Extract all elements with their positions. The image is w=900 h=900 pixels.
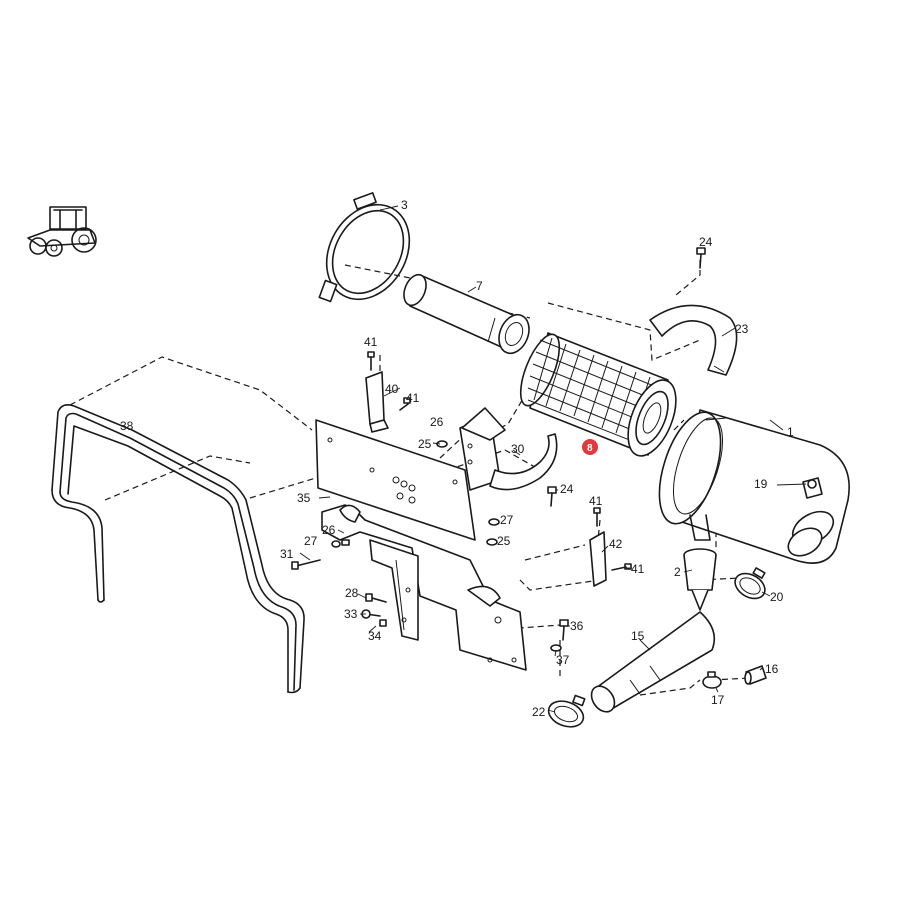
callout-37: 37 (556, 653, 570, 667)
callout-35: 35 (297, 491, 311, 505)
callout-15: 15 (631, 629, 645, 643)
callout-36: 36 (570, 619, 584, 633)
callout-38: 38 (120, 419, 134, 433)
callout-23: 23 (735, 322, 749, 336)
callout-41-a: 41 (364, 335, 378, 349)
callout-25-left: 25 (418, 437, 432, 451)
bracket-40 (365, 371, 389, 433)
clamp-ring-3 (318, 192, 411, 303)
callout-20: 20 (770, 590, 784, 604)
callout-27-right: 27 (500, 513, 514, 527)
bracket-30 (459, 407, 558, 491)
clamp-17 (702, 671, 722, 689)
callout-26-top: 26 (430, 415, 444, 429)
highlight-badge-label: 8 (587, 443, 593, 454)
indicator-19 (802, 477, 823, 499)
bracket-42 (589, 531, 607, 587)
callout-17: 17 (711, 693, 725, 707)
tractor-icon (27, 206, 97, 257)
callout-34: 34 (368, 629, 382, 643)
callout-1: 1 (787, 425, 794, 439)
inner-filter-7 (403, 273, 530, 355)
callout-42: 42 (609, 537, 623, 551)
callout-25-right: 25 (497, 534, 511, 548)
filter-mesh (527, 337, 665, 449)
main-filter-8 (519, 332, 677, 457)
seal-strip-38 (51, 404, 305, 694)
callout-41-c: 41 (589, 494, 603, 508)
callout-19: 19 (754, 477, 768, 491)
hose-15 (590, 611, 716, 713)
dust-valve-2 (683, 548, 717, 611)
callout-22: 22 (532, 705, 546, 719)
callout-30: 30 (511, 442, 525, 456)
bracket-assembly (321, 504, 527, 671)
callout-31: 31 (280, 547, 294, 561)
callout-7: 7 (476, 279, 483, 293)
callout-27-left: 27 (304, 534, 318, 548)
leader-lines (299, 205, 807, 713)
filter-housing-1 (658, 409, 850, 564)
clamp-20 (734, 567, 766, 600)
callout-41-d: 41 (631, 562, 645, 576)
highlight-badge-circle (582, 439, 598, 455)
clamp-22 (547, 694, 586, 728)
mount-plate-35 (315, 419, 476, 541)
callout-28: 28 (345, 586, 359, 600)
bolt-24-top (696, 247, 706, 269)
callout-26-left: 26 (322, 523, 336, 537)
callout-16: 16 (765, 662, 779, 676)
strap-23 (649, 304, 738, 376)
callout-40: 40 (385, 382, 399, 396)
highlight-badge-8[interactable]: 8 (582, 439, 598, 455)
callout-24-top: 24 (699, 235, 713, 249)
callout-33: 33 (344, 607, 358, 621)
callout-3: 3 (401, 198, 408, 212)
callout-labels: 1 2 3 7 15 16 17 19 20 22 23 24 24 25 25… (120, 198, 794, 719)
bolt-24-mid (547, 486, 557, 507)
callout-2: 2 (674, 565, 681, 579)
callout-41-b: 41 (406, 391, 420, 405)
plug-16 (744, 665, 767, 685)
callout-24-mid: 24 (560, 482, 574, 496)
